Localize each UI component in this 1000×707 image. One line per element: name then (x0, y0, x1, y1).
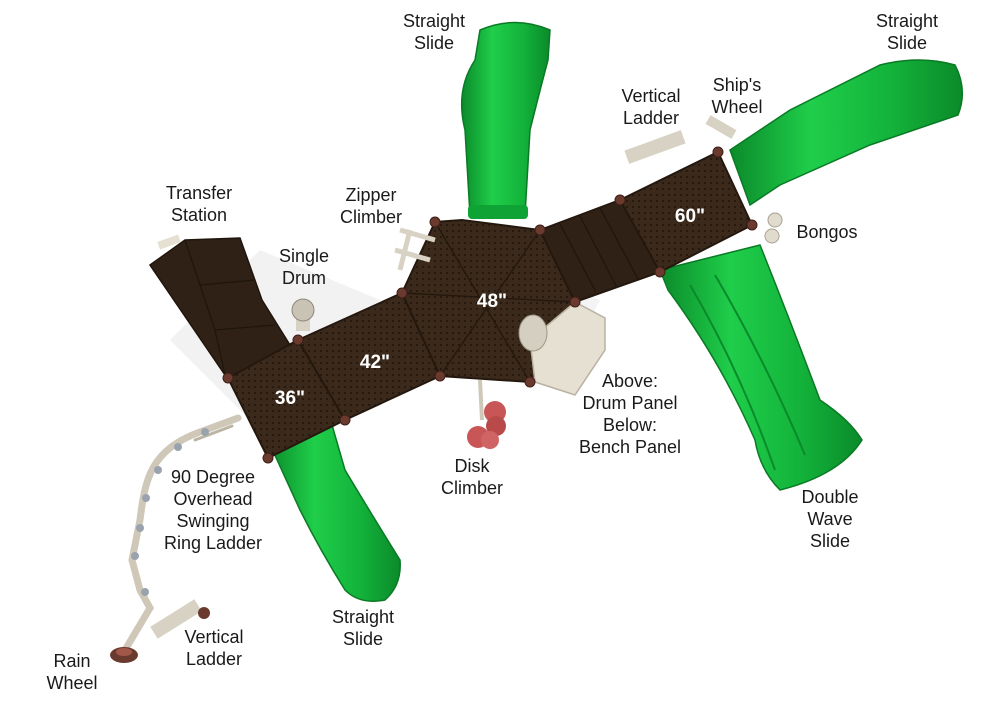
label-straight-slide-top: Straight Slide (403, 10, 465, 54)
label-line: Swinging (176, 511, 250, 531)
label-drum-bench-panel: Above: Drum Panel Below: Bench Panel (579, 370, 681, 458)
label-line: Vertical (621, 86, 681, 106)
label-line: Slide (886, 33, 928, 53)
label-line: Straight (875, 11, 939, 31)
label-single-drum: Single Drum (279, 245, 329, 289)
label-line: Climber (440, 478, 504, 498)
deck-posts (222, 146, 758, 464)
vertical-ladder-bottom (150, 599, 210, 639)
label-line: Slide (413, 33, 455, 53)
label-vertical-ladder-top: Vertical Ladder (621, 85, 680, 129)
zipper-climber (394, 227, 436, 271)
label-line: Rain (53, 651, 91, 671)
label-line: Wheel (46, 673, 98, 693)
label-line: Ring Ladder (163, 533, 263, 553)
vertical-ladder-top (624, 130, 686, 164)
label-bongos: Bongos (796, 221, 857, 243)
label-line: Ladder (622, 108, 680, 128)
label-ships-wheel: Ship's Wheel (711, 74, 762, 118)
label-line: Slide (342, 629, 384, 649)
label-zipper-climber: Zipper Climber (340, 184, 402, 228)
label-rain-wheel: Rain Wheel (46, 650, 97, 694)
straight-slide-right (729, 59, 964, 207)
double-wave-slide (658, 244, 863, 491)
deck-60-label: 60" (675, 206, 705, 227)
ships-wheel (705, 115, 737, 139)
label-line: Above: (601, 371, 659, 391)
single-drum (291, 298, 315, 331)
label-line: Ship's (712, 75, 762, 95)
label-line: Ladder (185, 649, 243, 669)
label-line: Station (170, 205, 228, 225)
label-line: Wheel (711, 97, 763, 117)
disk-climber (467, 379, 506, 449)
ring-ladder-rungs (131, 428, 209, 596)
rain-wheel (110, 647, 138, 663)
label-line: Vertical (184, 627, 244, 647)
label-line: Double (801, 487, 859, 507)
label-line: Straight (402, 11, 466, 31)
label-transfer-station: Transfer Station (166, 182, 232, 226)
label-line: Slide (809, 531, 851, 551)
label-straight-slide-right: Straight Slide (876, 10, 938, 54)
label-line: Bongos (796, 222, 858, 242)
straight-slide-top (460, 21, 551, 219)
label-line: Drum (281, 268, 326, 288)
label-line: Drum Panel (582, 393, 678, 413)
label-double-wave-slide: Double Wave Slide (801, 486, 858, 552)
label-straight-slide-bottom: Straight Slide (332, 606, 394, 650)
label-disk-climber: Disk Climber (441, 455, 503, 499)
deck-36-label: 36" (275, 388, 305, 409)
label-line: Zipper (345, 185, 397, 205)
label-line: Transfer (165, 183, 233, 203)
deck-42-label: 42" (360, 352, 390, 373)
label-line: Overhead (173, 489, 253, 509)
deck-48-label: 48" (477, 291, 507, 312)
label-line: Single (278, 246, 330, 266)
label-line: Wave (807, 509, 853, 529)
label-line: Below: (602, 415, 658, 435)
label-line: Climber (339, 207, 403, 227)
label-line: Bench Panel (578, 437, 682, 457)
label-ring-ladder: 90 Degree Overhead Swinging Ring Ladder (164, 466, 262, 554)
straight-slide-bottom (266, 417, 401, 602)
label-vertical-ladder-bottom: Vertical Ladder (184, 626, 243, 670)
label-line: Disk (454, 456, 490, 476)
label-line: 90 Degree (170, 467, 256, 487)
label-line: Straight (331, 607, 395, 627)
bongos (764, 212, 783, 244)
